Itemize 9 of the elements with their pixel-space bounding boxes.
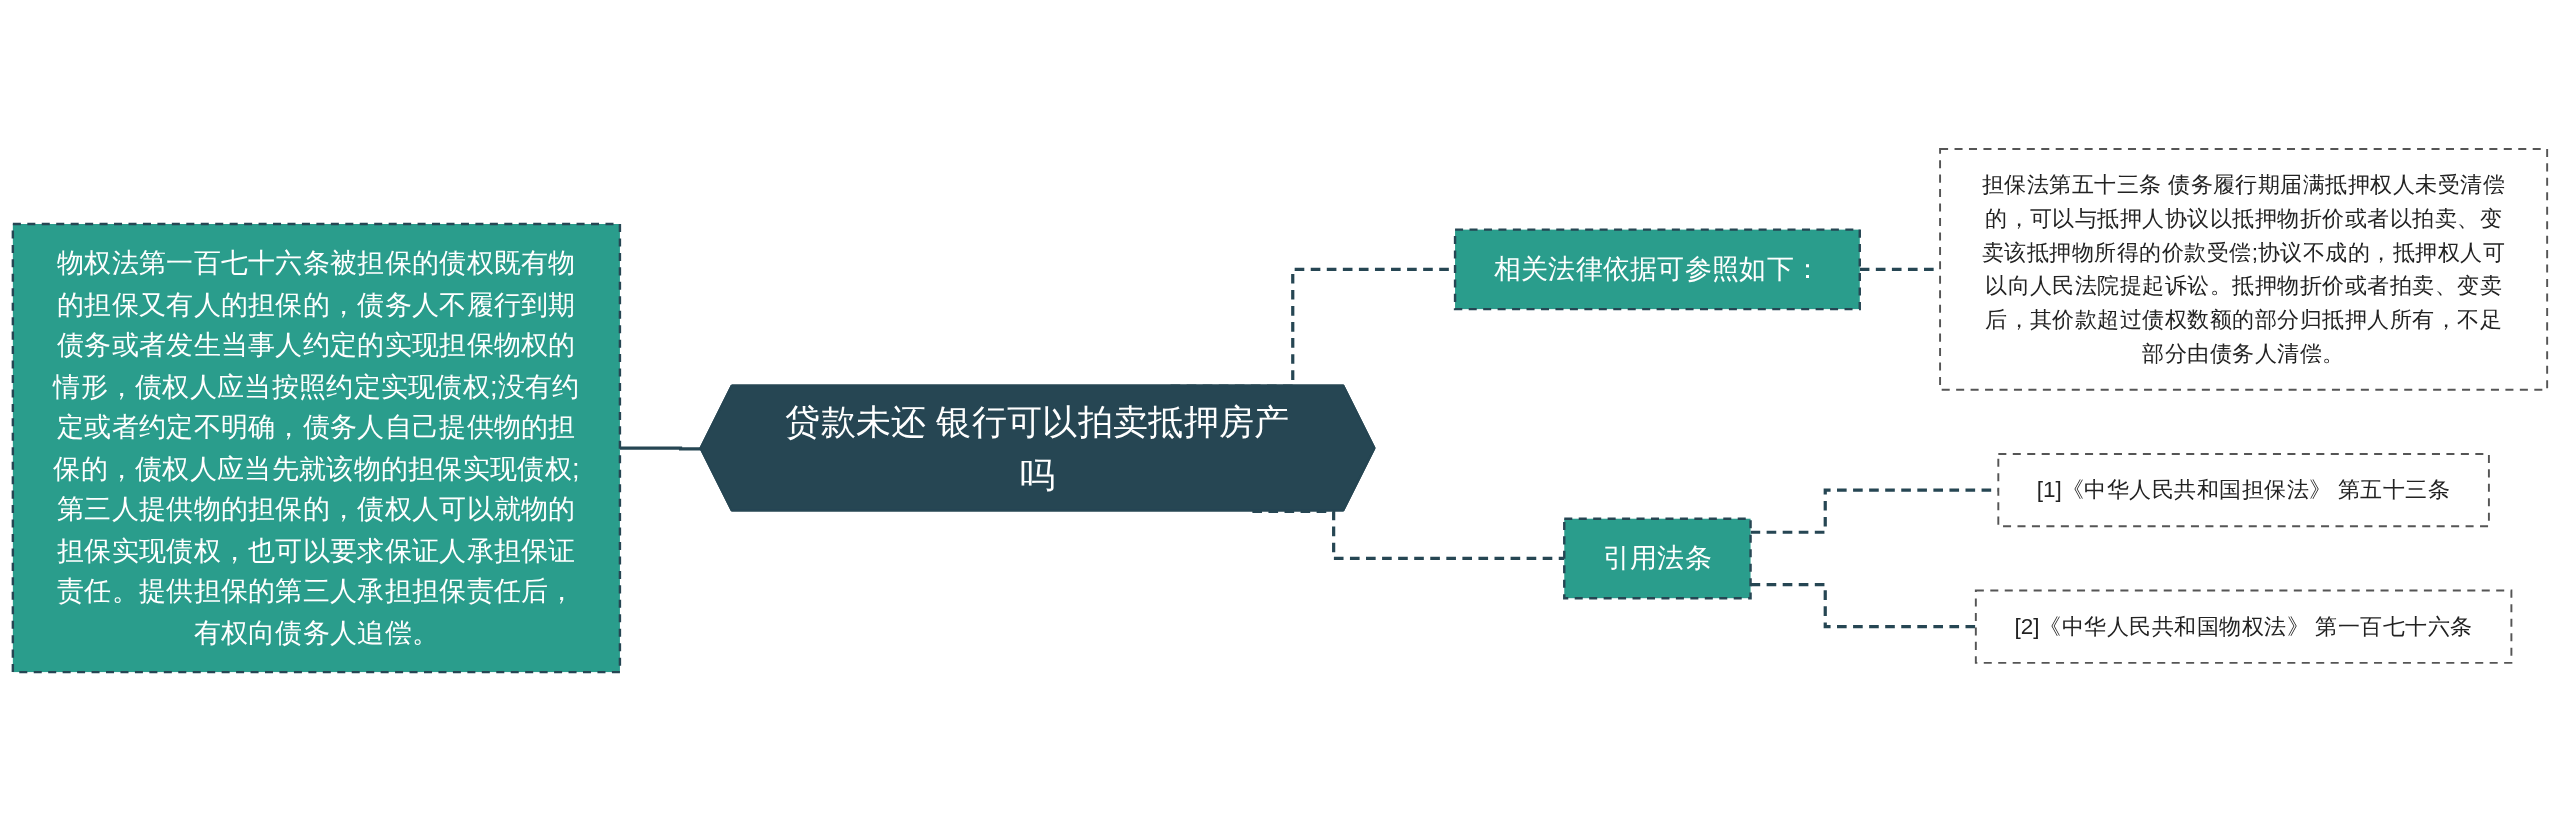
connector (619, 446, 702, 451)
node-box: [2]《中华人民共和国物权法》 第一百七十六条 (1974, 589, 2513, 664)
node-box: 物权法第一百七十六条被担保的债权既有物的担保又有人的担保的，债务人不履行到期债务或者发生当事人约定的实现担保物权的情形，债权人应当按照约定实现债权;没有约定或者约定不明确，债务人自己提供物的担保的，债权人应当先就该物的担保实现债权;第三人提供物的担保的，债权人可以就物的担保实现债权，也可以要求保证人承担保证责任。提供担保的第三人承担担保责任后，有权向债务人追偿。 (11, 222, 622, 674)
node-box: 相关法律依据可参照如下： (1453, 228, 1861, 311)
node-box: 引用法条 (1563, 517, 1752, 600)
node-box: 担保法第五十三条 债务履行期届满抵押权人未受清偿的，可以与抵押人协议以抵押物折价或者以拍卖、变卖该抵押物所得的价款受偿;协议不成的，抵押权人可以向人民法院提起诉讼。抵押物折价或者拍卖、变卖后，其价款超过债权数额的部分归抵押人所有，不足部分由债务人清偿。 (1939, 147, 2549, 391)
connector (1750, 583, 1976, 629)
connector (1252, 509, 1565, 561)
node-box: [1]《中华人民共和国担保法》 第五十三条 (1997, 453, 2490, 528)
